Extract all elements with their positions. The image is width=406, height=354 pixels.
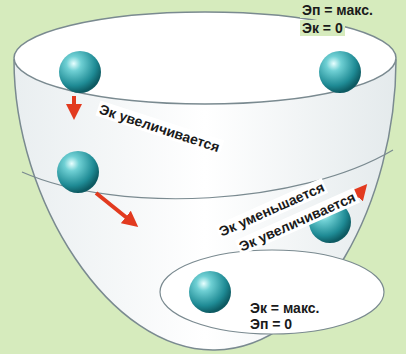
bowl-bottom	[160, 250, 384, 334]
motion-arrow	[96, 193, 132, 222]
bowl-band	[22, 150, 393, 199]
motion-arrow	[72, 96, 76, 112]
energy-label: Эп = макс.	[300, 2, 375, 18]
ball	[57, 151, 99, 193]
energy-label: Эп = 0	[248, 316, 294, 332]
energy-label: Эк = 0	[300, 20, 345, 36]
ball	[319, 51, 361, 93]
ball	[59, 51, 101, 93]
bowl-rim	[14, 12, 396, 104]
ball	[189, 271, 231, 313]
energy-label: Эк = макс.	[248, 300, 321, 316]
